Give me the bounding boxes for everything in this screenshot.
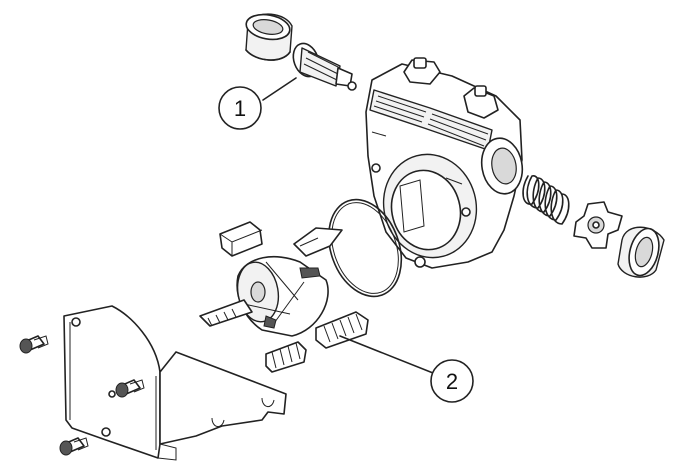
screw-1 bbox=[19, 335, 49, 354]
impeller-star bbox=[573, 201, 623, 249]
spring bbox=[522, 175, 570, 225]
callout-2: 2 bbox=[430, 359, 474, 403]
callout-1-label: 1 bbox=[234, 96, 246, 121]
right-bushing bbox=[617, 226, 665, 278]
screw-2 bbox=[115, 379, 145, 398]
small-vanes bbox=[265, 341, 307, 373]
callout-2-label: 2 bbox=[446, 369, 458, 394]
o-ring bbox=[327, 198, 403, 298]
callout-1-leader bbox=[262, 77, 297, 101]
main-housing bbox=[365, 57, 524, 269]
top-end-cap bbox=[245, 13, 293, 61]
vane-set-part-2 bbox=[315, 311, 369, 349]
shaft-seal-part-1 bbox=[292, 42, 357, 91]
small-block bbox=[219, 221, 263, 257]
callout-2-leader bbox=[339, 335, 434, 374]
callout-1: 1 bbox=[218, 86, 262, 130]
mounting-plate bbox=[63, 305, 287, 461]
rotor-assembly bbox=[199, 227, 343, 337]
screw-3 bbox=[59, 437, 89, 456]
